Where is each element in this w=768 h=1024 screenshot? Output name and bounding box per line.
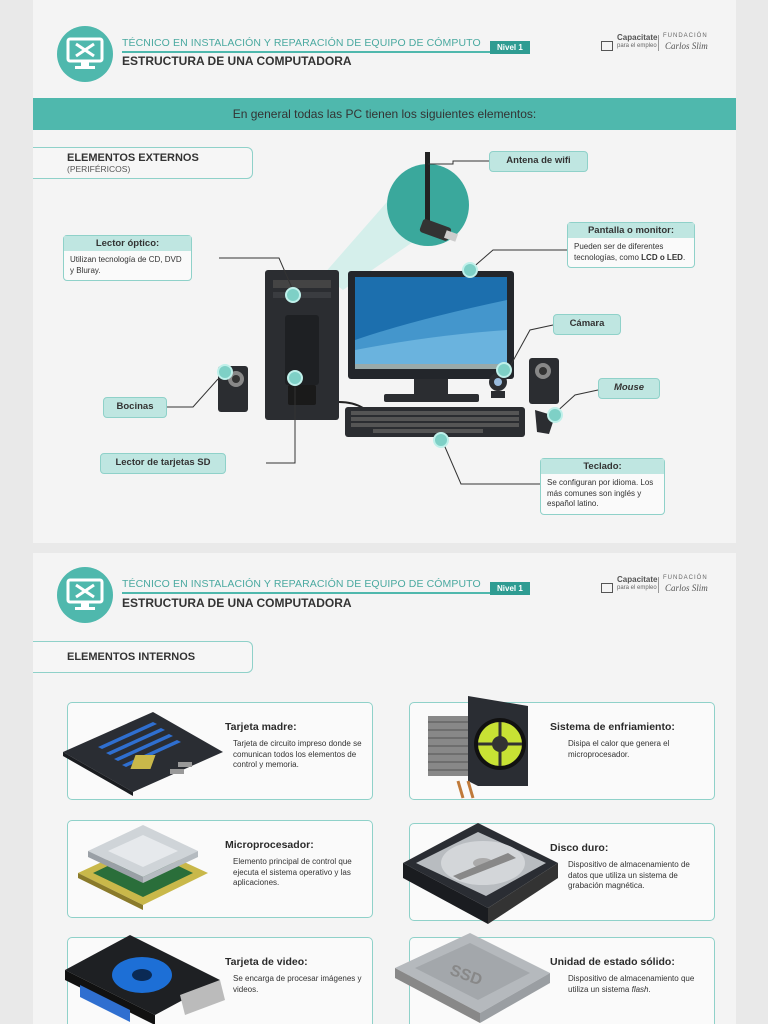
marker-mouse xyxy=(547,407,563,423)
header-subtitle: TÉCNICO EN INSTALACIÓN Y REPARACIÓN DE E… xyxy=(122,37,481,49)
brand-separator xyxy=(658,577,659,593)
callout-desc: Pueden ser de diferentes tecnologías, co… xyxy=(568,238,694,267)
card-desc: Elemento principal de control que ejecut… xyxy=(233,857,352,887)
header-subtitle: TÉCNICO EN INSTALACIÓN Y REPARACIÓN DE E… xyxy=(122,578,481,590)
brand-separator xyxy=(658,35,659,51)
callout-title: Pantalla o monitor: xyxy=(568,223,694,238)
section-subtitle: (PERIFÉRICOS) xyxy=(67,164,131,174)
card-disco-duro: Disco duro: Dispositivo de almacenamient… xyxy=(403,823,715,924)
page-title: ESTRUCTURA DE UNA COMPUTADORA xyxy=(122,54,352,68)
marker-lector-sd xyxy=(287,370,303,386)
section-internos: ELEMENTOS INTERNOS xyxy=(33,641,253,673)
marker-camara xyxy=(496,362,512,378)
pantalla-desc-a: Pueden ser de diferentes tecnologías, co… xyxy=(574,242,664,262)
pantalla-desc-c: . xyxy=(682,252,686,262)
brand-logos: Capacitate para el empleo FUNDACIÓN Carl… xyxy=(601,33,711,55)
cpu-chip-icon xyxy=(78,825,208,910)
card-desc: Tarjeta de circuito impreso donde se com… xyxy=(233,739,362,769)
capacitate-logo-icon xyxy=(601,583,613,593)
brand-fundacion: FUNDACIÓN xyxy=(663,33,708,39)
callout-desc: Utilizan tecnología de CD, DVD y Bluray. xyxy=(70,255,182,275)
brand-capacitate-sub: para el empleo xyxy=(617,43,657,49)
marker-bocinas xyxy=(217,364,233,380)
label-bocinas: Bocinas xyxy=(103,397,167,418)
label-mouse: Mouse xyxy=(598,378,660,399)
card-title: Tarjeta madre: xyxy=(225,721,297,733)
section-externos: ELEMENTOS EXTERNOS (PERIFÉRICOS) xyxy=(33,147,253,179)
section-title: ELEMENTOS INTERNOS xyxy=(67,651,196,663)
card-title: Unidad de estado sólido: xyxy=(550,956,675,968)
ssd-desc-a: Dispositivo de almacenamiento que utiliz… xyxy=(568,974,695,994)
card-tarjeta-video: Tarjeta de video: Se encarga de procesar… xyxy=(65,935,373,1024)
brand-carlos-slim: Carlos Slim xyxy=(665,41,708,51)
card-title: Sistema de enfriamiento: xyxy=(550,721,675,733)
ssd-icon: SSD xyxy=(395,933,550,1023)
brand-capacitate: Capacitate xyxy=(617,33,658,42)
card-title: Disco duro: xyxy=(550,842,609,854)
section-title: ELEMENTOS EXTERNOS xyxy=(67,152,199,164)
cpu-cooler-icon xyxy=(428,696,528,799)
callout-title: Lector óptico: xyxy=(64,236,191,251)
card-ssd: SSD Unidad de estado sólido: Dispositivo… xyxy=(395,933,715,1024)
callout-pantalla: Pantalla o monitor: Pueden ser de difere… xyxy=(567,222,695,268)
card-enfriamiento: Sistema de enfriamiento: Disipa el calor… xyxy=(409,696,715,800)
card-title: Microprocesador: xyxy=(225,839,314,851)
callout-teclado: Teclado: Se configuran por idioma. Los m… xyxy=(540,458,665,515)
intro-banner: En general todas las PC tienen los sigui… xyxy=(33,98,736,130)
label-camara: Cámara xyxy=(553,314,621,335)
card-microprocesador: Microprocesador: Elemento principal de c… xyxy=(67,820,373,918)
card-tarjeta-madre: Tarjeta madre: Tarjeta de circuito impre… xyxy=(63,702,373,800)
card-desc: Disipa el calor que genera el microproce… xyxy=(568,739,670,759)
ssd-desc-b: flash xyxy=(631,984,649,994)
header-divider xyxy=(122,592,530,594)
level-badge: Nivel 1 xyxy=(490,582,530,595)
ssd-desc-c: . xyxy=(648,984,651,994)
hard-drive-icon xyxy=(403,823,558,924)
marker-lector-optico xyxy=(285,287,301,303)
pantalla-desc-b: LCD o LED xyxy=(641,252,683,262)
marker-teclado xyxy=(433,432,449,448)
label-lector-sd: Lector de tarjetas SD xyxy=(100,453,226,474)
graphics-card-icon xyxy=(65,935,225,1024)
brand-capacitate-sub: para el empleo xyxy=(617,585,657,591)
callout-desc: Se configuran por idioma. Los más comune… xyxy=(547,478,654,508)
brand-carlos-slim: Carlos Slim xyxy=(665,583,708,593)
callout-lector-optico: Lector óptico: Utilizan tecnología de CD… xyxy=(63,235,192,281)
card-desc: Dispositivo de almacenamiento de datos q… xyxy=(568,860,690,890)
page-externos: TÉCNICO EN INSTALACIÓN Y REPARACIÓN DE E… xyxy=(33,0,736,543)
monitor-tools-logo-icon xyxy=(57,26,113,82)
label-antena-wifi: Antena de wifi xyxy=(489,151,588,172)
brand-fundacion: FUNDACIÓN xyxy=(663,575,708,581)
level-badge: Nivel 1 xyxy=(490,41,530,54)
callout-title: Teclado: xyxy=(541,459,664,474)
card-desc: Se encarga de procesar imágenes y videos… xyxy=(233,974,362,994)
card-desc: Dispositivo de almacenamiento que utiliz… xyxy=(568,974,708,995)
monitor-tools-logo-icon xyxy=(57,567,113,623)
capacitate-logo-icon xyxy=(601,41,613,51)
header-divider xyxy=(122,51,530,53)
brand-capacitate: Capacitate xyxy=(617,575,658,584)
brand-logos: Capacitate para el empleo FUNDACIÓN Carl… xyxy=(601,575,711,597)
page-title: ESTRUCTURA DE UNA COMPUTADORA xyxy=(122,596,352,610)
motherboard-icon xyxy=(63,712,223,796)
card-title: Tarjeta de video: xyxy=(225,956,308,968)
page-internos: TÉCNICO EN INSTALACIÓN Y REPARACIÓN DE E… xyxy=(33,553,736,1024)
marker-pantalla xyxy=(462,262,478,278)
computer-illustration xyxy=(162,152,599,485)
